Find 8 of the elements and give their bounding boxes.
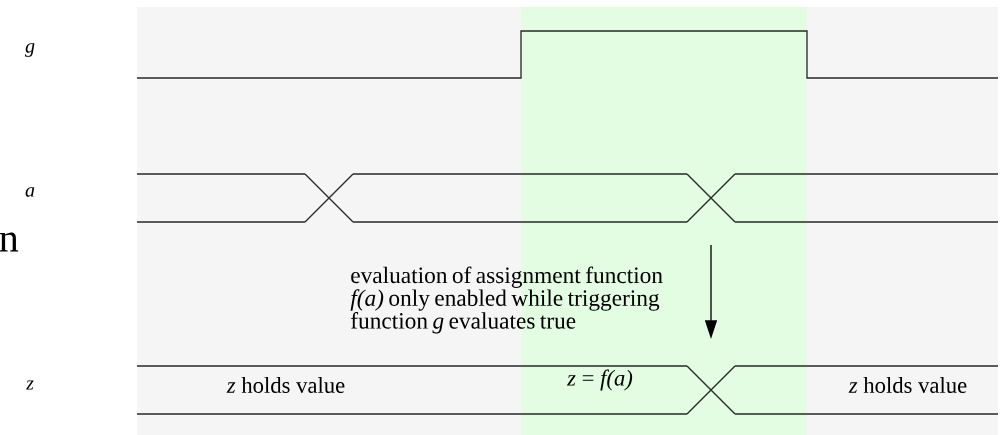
annotation-text: evaluation of assignment function f(a) only enabled while triggering function g evaluates true — [350, 266, 663, 334]
signal-name: g — [25, 43, 35, 57]
bus-value-label: z = f(a) — [566, 369, 633, 391]
bus-value-label: z holds value — [848, 377, 967, 393]
signal-name: z — [25, 380, 34, 390]
bus-value-label: z holds value — [226, 377, 345, 393]
text-fragment: n — [0, 232, 19, 252]
signal-name: a — [25, 187, 35, 197]
